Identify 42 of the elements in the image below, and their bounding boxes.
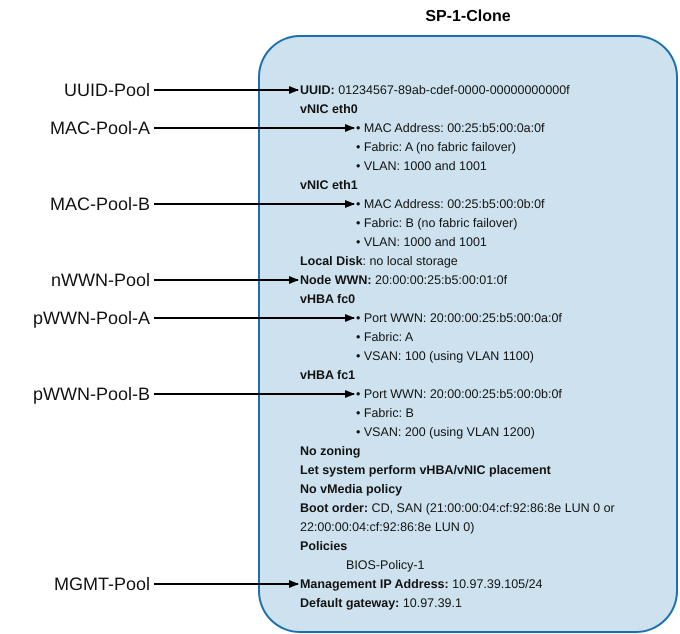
section-heading: vHBA fc1 — [300, 367, 356, 384]
list-item: • MAC Address: 00:25:b5:00:0a:0f — [356, 119, 545, 137]
pool-label: UUID-Pool — [64, 79, 150, 101]
section-heading: vHBA fc0 — [300, 291, 356, 308]
pool-label: MAC-Pool-A — [50, 117, 150, 139]
list-item: • MAC Address: 00:25:b5:00:0b:0f — [356, 195, 545, 213]
list-item: • VLAN: 1000 and 1001 — [356, 158, 487, 175]
section-heading: vNIC eth1 — [300, 177, 358, 194]
arrow — [154, 314, 355, 322]
pool-label: nWWN-Pool — [50, 269, 150, 291]
list-item: • Fabric: B — [356, 405, 414, 422]
list-item: • Port WWN: 20:00:00:25:b5:00:0b:0f — [356, 385, 562, 403]
setting-text: UUID: 01234567-89ab-cdef-0000-00000000000f — [300, 81, 570, 99]
section-heading: Let system perform vHBA/vNIC placement — [300, 462, 551, 479]
list-item: • Fabric: A (no fabric failover) — [356, 139, 516, 156]
list-item: • Fabric: B (no fabric failover) — [356, 215, 518, 232]
arrow — [154, 580, 299, 588]
setting-text: Boot order: CD, SAN (21:00:00:04:cf:92:86:8e LUN 0 or 22:00:00:04:cf:92:86:8e LUN 0) — [300, 500, 616, 536]
arrow — [154, 200, 355, 208]
pool-label: MAC-Pool-B — [50, 193, 150, 215]
setting-text: Node WWN: 20:00:00:25:b5:00:01:0f — [300, 271, 508, 289]
list-item: • VLAN: 1000 and 1001 — [356, 234, 487, 251]
section-heading: No zoning — [300, 443, 360, 460]
arrow — [154, 86, 299, 94]
pool-label: pWWN-Pool-A — [32, 307, 150, 329]
list-item: • Fabric: A — [356, 329, 414, 346]
section-heading: vNIC eth0 — [300, 101, 358, 118]
panel-title: SP-1-Clone — [425, 8, 511, 26]
setting-text: Default gateway: 10.97.39.1 — [300, 595, 462, 612]
list-item: • Port WWN: 20:00:00:25:b5:00:0a:0f — [356, 309, 562, 327]
pool-label: pWWN-Pool-B — [32, 383, 150, 405]
pool-label: MGMT-Pool — [54, 573, 150, 595]
list-item: BIOS-Policy-1 — [346, 557, 424, 574]
arrow — [154, 276, 299, 284]
list-item: • VSAN: 200 (using VLAN 1200) — [356, 424, 535, 441]
section-heading: Policies — [300, 538, 348, 555]
arrow — [154, 390, 355, 398]
setting-text: Local Disk: no local storage — [300, 253, 458, 270]
arrow — [154, 124, 355, 132]
section-heading: No vMedia policy — [300, 481, 402, 498]
setting-text: Management IP Address: 10.97.39.105/24 — [300, 575, 542, 593]
list-item: • VSAN: 100 (using VLAN 1100) — [356, 348, 534, 365]
